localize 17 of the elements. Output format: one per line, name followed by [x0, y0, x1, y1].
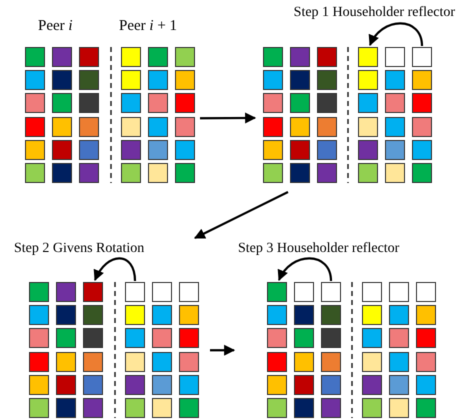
arrow	[194, 191, 288, 239]
matrix-cell	[125, 282, 145, 302]
arrow	[200, 112, 256, 124]
arrow	[210, 344, 236, 356]
matrix-cell	[358, 47, 378, 67]
step-heading: Step 1 Householder reflector	[294, 4, 455, 21]
matrix-cell	[412, 47, 432, 67]
curved-arrow	[278, 257, 332, 282]
matrix-cell	[321, 282, 341, 302]
peer-label: Peer i	[38, 17, 73, 35]
peer-label: Peer i + 1	[119, 17, 178, 35]
curved-arrow	[369, 22, 424, 46]
matrix-cell	[83, 282, 103, 302]
matrix-cell	[267, 282, 287, 302]
step-heading: Step 2 Givens Rotation	[14, 240, 144, 257]
curved-arrow	[94, 257, 136, 282]
step-heading: Step 3 Householder reflector	[238, 240, 400, 257]
